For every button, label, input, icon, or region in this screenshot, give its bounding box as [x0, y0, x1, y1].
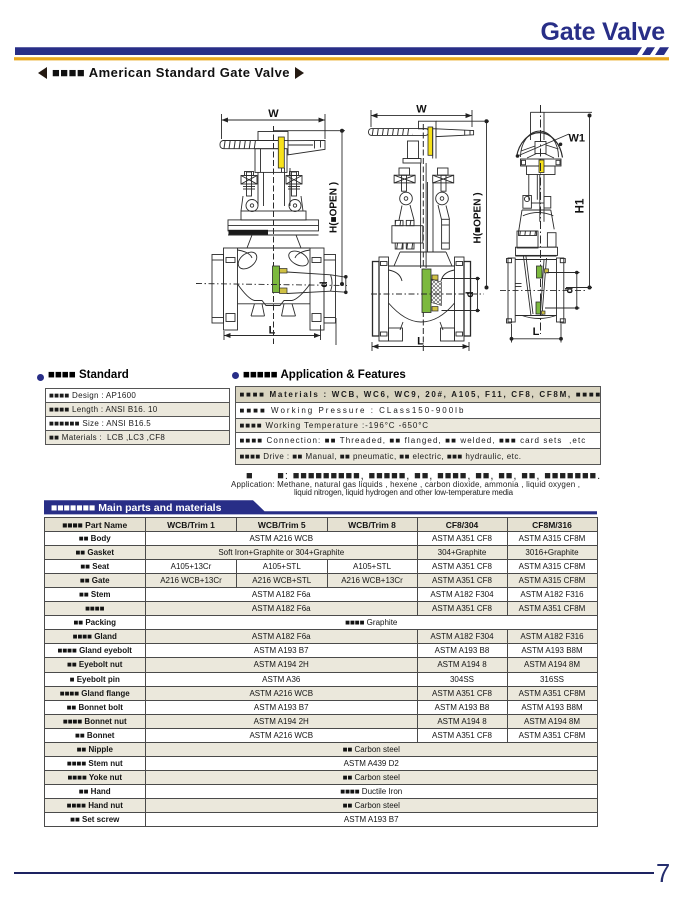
svg-text:W: W: [416, 104, 427, 116]
svg-text:L: L: [269, 325, 276, 337]
svg-text:W: W: [268, 108, 279, 120]
svg-text:d: d: [319, 281, 330, 287]
svg-text:L: L: [533, 326, 540, 338]
svg-text:d: d: [565, 287, 576, 293]
svg-text:■■■■■■■ Main parts and materia: ■■■■■■■ Main parts and materials: [51, 502, 222, 514]
svg-text:H1: H1: [575, 198, 587, 213]
svg-text:H(■OPEN ): H(■OPEN ): [473, 192, 484, 243]
svg-text:L: L: [417, 336, 424, 348]
svg-text:d: d: [465, 291, 476, 297]
svg-text:H(■OPEN ): H(■OPEN ): [329, 182, 340, 233]
svg-text:W1: W1: [569, 133, 586, 145]
